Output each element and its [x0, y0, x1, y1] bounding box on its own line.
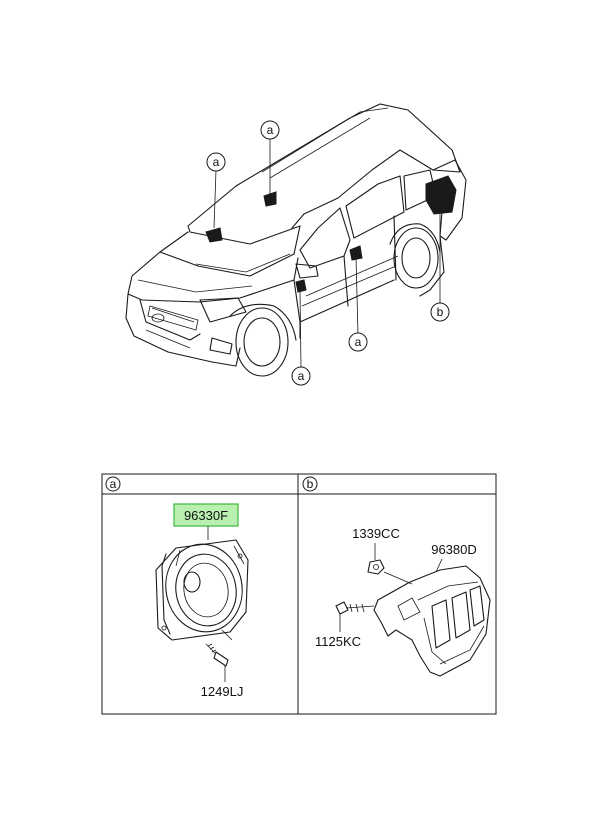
callout-letter: b — [437, 305, 444, 319]
callout-letter: a — [267, 123, 274, 137]
nut-part-number[interactable]: 1339CC — [352, 526, 400, 541]
callout-a-roof: a — [260, 120, 280, 140]
callout-letter: a — [355, 335, 362, 349]
detail-header-b: b — [302, 476, 318, 492]
callout-a-rear-door: a — [348, 332, 368, 352]
bolt-part-number[interactable]: 1125KC — [315, 634, 361, 649]
part-label-96330F[interactable]: 96330F — [173, 503, 239, 527]
detail-letter-b: b — [307, 477, 314, 491]
callout-letter: a — [298, 369, 305, 383]
nut-drawing — [367, 559, 413, 585]
callout-leaders — [213, 138, 441, 369]
callout-letter: a — [213, 155, 220, 169]
vehicle-illustration — [125, 103, 467, 377]
bracket-part-number[interactable]: 96380D — [431, 542, 477, 557]
screw-part-number[interactable]: 1249LJ — [201, 684, 244, 699]
callout-a-front-door: a — [291, 366, 311, 386]
bracket-drawing — [373, 565, 491, 677]
speaker-part-number: 96330F — [184, 508, 228, 523]
detail-table — [101, 473, 497, 715]
bracket-leader — [435, 558, 443, 573]
speaker-drawing — [155, 539, 249, 667]
callout-a-windshield: a — [206, 152, 226, 172]
bolt-drawing — [335, 601, 375, 615]
detail-header-a: a — [105, 476, 121, 492]
detail-letter-a: a — [110, 477, 117, 491]
callout-b-rear: b — [430, 302, 450, 322]
